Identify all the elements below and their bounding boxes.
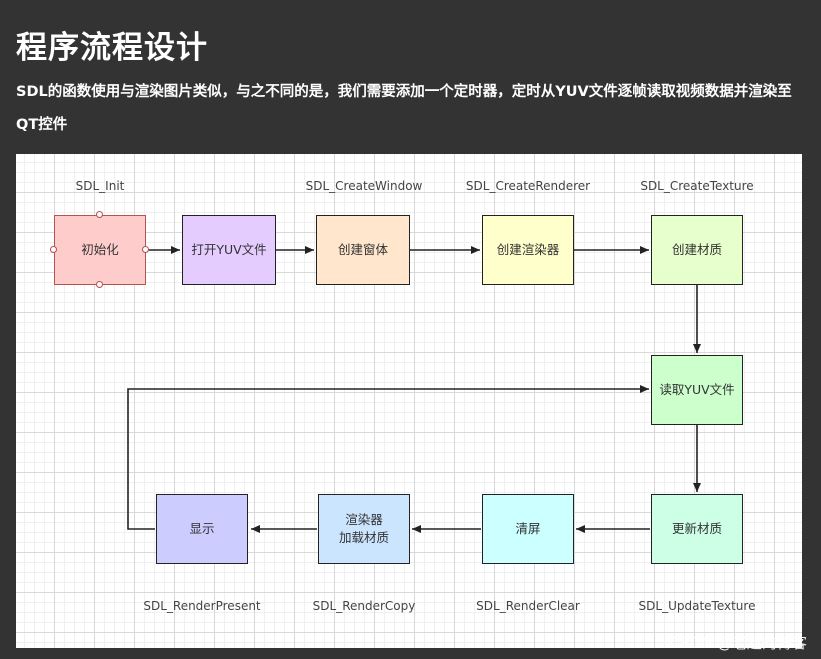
flowchart-canvas: 初始化 打开YUV文件 创建窗体 创建渲染器 创建材质 读取YUV文件 更新材质… — [16, 154, 802, 648]
label-sdl-create-renderer: SDL_CreateRenderer — [465, 179, 591, 193]
label-sdl-render-copy: SDL_RenderCopy — [312, 599, 416, 613]
description-text: SDL的函数使用与渲染图片类似，与之不同的是，我们需要添加一个定时器，定时从YU… — [16, 84, 792, 133]
node-update-texture: 更新材质 — [651, 494, 743, 564]
arrow-loop-back — [127, 385, 649, 530]
label-sdl-render-present: SDL_RenderPresent — [143, 599, 261, 613]
connection-handle-top — [96, 211, 103, 218]
label-sdl-render-clear: SDL_RenderClear — [476, 599, 580, 613]
connection-handle-left — [50, 246, 57, 253]
label-sdl-create-texture: SDL_CreateTexture — [640, 179, 754, 193]
label-sdl-update-texture: SDL_UpdateTexture — [638, 599, 756, 613]
node-create-window: 创建窗体 — [316, 215, 410, 285]
watermark: CSDN @老赵的博客 — [669, 634, 807, 652]
label-sdl-create-window: SDL_CreateWindow — [305, 179, 423, 193]
connection-handle-bottom — [96, 281, 103, 288]
node-init: 初始化 — [54, 215, 146, 285]
page-title: 程序流程设计 — [16, 30, 208, 66]
flowchart-connectors — [127, 246, 701, 533]
node-open-yuv: 打开YUV文件 — [182, 215, 276, 285]
node-read-yuv: 读取YUV文件 — [651, 355, 743, 425]
connection-handle-right — [142, 246, 149, 253]
node-create-texture: 创建材质 — [651, 215, 743, 285]
node-render-copy: 渲染器 加载材质 — [318, 494, 410, 564]
label-sdl-init: SDL_Init — [75, 179, 125, 193]
node-clear: 清屏 — [482, 494, 574, 564]
node-create-renderer: 创建渲染器 — [482, 215, 574, 285]
node-present: 显示 — [156, 494, 248, 564]
